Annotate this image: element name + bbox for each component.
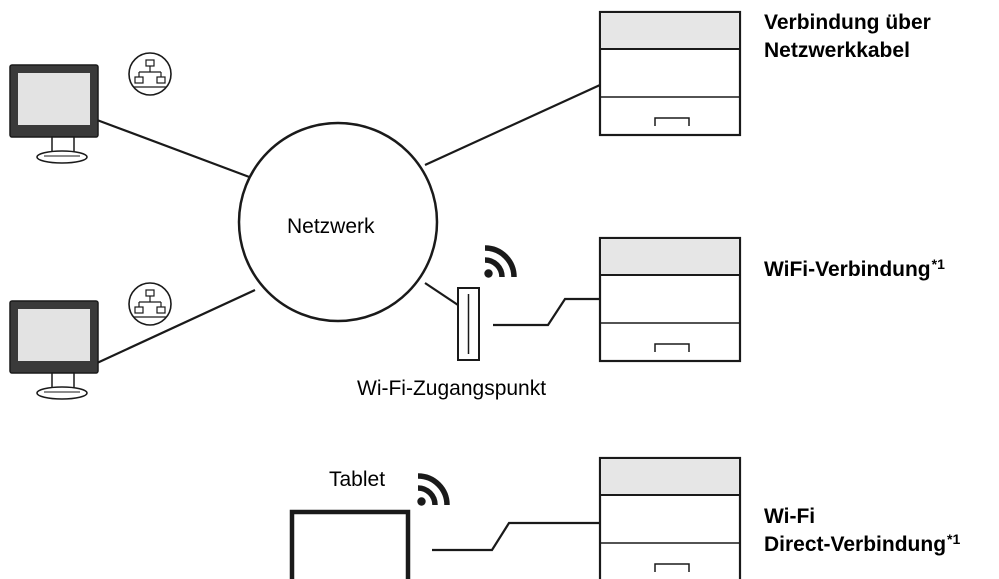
- printer-2-label-line1: WiFi-Verbindung: [764, 258, 931, 281]
- monitor-icon: [9, 64, 99, 164]
- printer-1-label-line1: Verbindung über: [764, 11, 931, 34]
- network-label: Netzwerk: [287, 215, 375, 238]
- printer-2-label: WiFi-Verbindung*1: [764, 256, 945, 284]
- wifi-signal-icon: [484, 245, 517, 278]
- wireless-link-printer2: [493, 297, 600, 327]
- printer-3-label-line2: Direct-Verbindung: [764, 533, 947, 556]
- wireless-link-printer3: [432, 521, 600, 552]
- wireless-access-point-icon: [457, 287, 480, 361]
- printer-3-label: Wi-Fi Direct-Verbindung*1: [764, 503, 960, 559]
- printer-icon: [598, 236, 742, 363]
- access-point-label: Wi-Fi-Zugangspunkt: [357, 377, 547, 400]
- link-pc2-network: [96, 289, 256, 364]
- tablet-icon: [289, 509, 411, 579]
- printer-1-label-line2: Netzwerkkabel: [764, 39, 910, 62]
- computer-1: [9, 52, 172, 164]
- wifi-signal-icon: [417, 473, 450, 506]
- computer-2: [9, 282, 172, 400]
- monitor-icon: [9, 300, 99, 400]
- printer-3-footnote-marker: *1: [947, 531, 961, 547]
- link-pc1-network: [96, 118, 253, 180]
- link-network-accesspoint: [424, 282, 459, 306]
- printer-1-label: Verbindung über Netzwerkkabel: [764, 9, 931, 65]
- link-network-printer1: [424, 83, 601, 167]
- printer-2-footnote-marker: *1: [931, 256, 945, 272]
- wired-network-icon: [128, 282, 172, 326]
- printer-3-label-line1: Wi-Fi: [764, 505, 816, 528]
- wired-network-icon: [128, 52, 172, 96]
- printer-icon: [598, 10, 742, 137]
- connection-lines: [96, 83, 601, 552]
- network-circle: [237, 121, 439, 323]
- printer-icon: [598, 456, 742, 579]
- tablet-label: Tablet: [329, 468, 386, 491]
